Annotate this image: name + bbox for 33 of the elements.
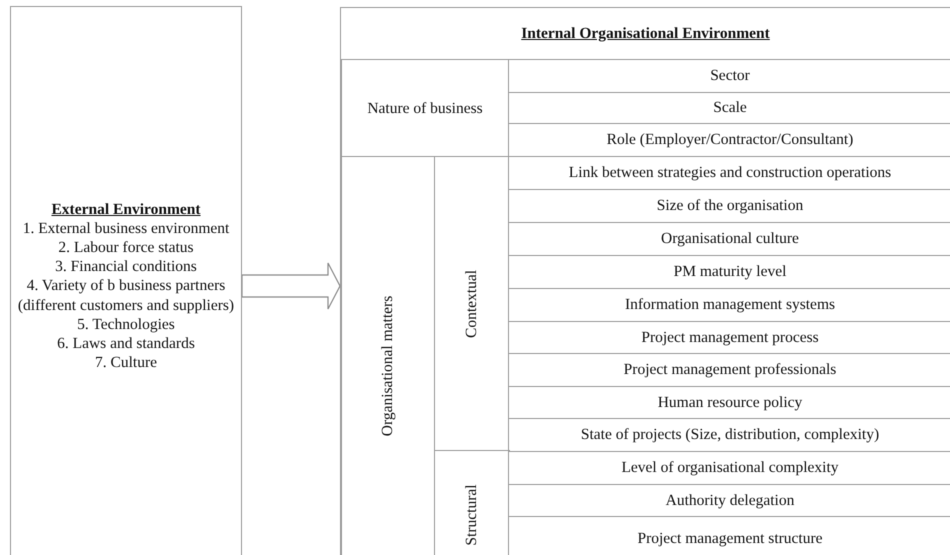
cell-text: Size of the organisation bbox=[656, 197, 804, 215]
list-item: 4. Variety of b business partners (different customers and suppliers) bbox=[17, 276, 235, 315]
cell-text: Information management systems bbox=[624, 296, 836, 314]
cell-text: Link between strategies and construction operations bbox=[568, 164, 892, 182]
cell-text: Scale bbox=[713, 99, 747, 117]
cell-text: Project management professionals bbox=[624, 361, 836, 379]
table-heading: Internal Organisational Environment bbox=[521, 24, 770, 42]
cell-text: PM maturity level bbox=[674, 263, 786, 281]
list-item: 1. External business environment bbox=[22, 219, 230, 238]
block-arrow bbox=[241, 262, 341, 310]
list-item: 5. Technologies bbox=[77, 314, 175, 334]
cell-text: Role (Employer/Contractor/Consultant) bbox=[606, 131, 854, 149]
factor-table bbox=[340, 7, 950, 555]
list-item: 7. Culture bbox=[95, 352, 157, 372]
list-item: 2. Labour force status bbox=[58, 238, 194, 258]
cell-text: Authority delegation bbox=[666, 492, 794, 510]
cell-text: Project management structure bbox=[637, 530, 823, 548]
cell-text: Sector bbox=[710, 67, 750, 85]
list-item: 3. Financial conditions bbox=[55, 257, 197, 276]
cell-text: Organisational culture bbox=[661, 230, 799, 248]
category-label: Contextual bbox=[463, 269, 481, 338]
cell-text: Nature of business bbox=[367, 100, 483, 118]
list-item: 6. Laws and standards bbox=[57, 334, 195, 353]
environment-box bbox=[10, 6, 242, 555]
category-cell bbox=[341, 156, 435, 555]
box-heading: External Environment bbox=[51, 200, 201, 220]
cell-text: State of projects (Size, distribution, complexity) bbox=[580, 426, 880, 444]
cell-text: Human resource policy bbox=[658, 394, 802, 412]
cell-text: Level of organisational complexity bbox=[621, 459, 839, 477]
cell-text: Project management process bbox=[641, 328, 819, 346]
category-label: Structural bbox=[463, 484, 481, 546]
table-cell bbox=[341, 59, 509, 158]
category-label: Organisational matters bbox=[379, 296, 397, 436]
